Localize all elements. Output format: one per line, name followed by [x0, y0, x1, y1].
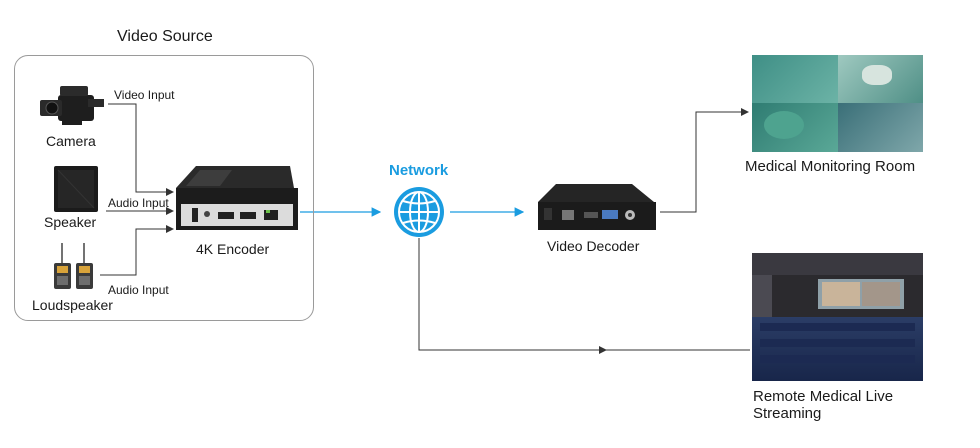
- loudspeaker-icon: [54, 243, 93, 289]
- live-streaming-photo: [752, 253, 923, 381]
- live-streaming-label: Remote Medical Live Streaming: [753, 388, 894, 422]
- monitoring-room-photo: [752, 55, 923, 152]
- globe-icon: [394, 187, 444, 237]
- encoder-device-icon: [176, 166, 298, 230]
- speaker-icon: [54, 166, 98, 212]
- network-label: Network: [389, 162, 449, 179]
- decoder-device-icon: [538, 184, 656, 230]
- network-streaming-link: [418, 238, 607, 354]
- camera-label: Camera: [46, 133, 96, 149]
- decoder-monitoring-link: [660, 108, 749, 213]
- camera-link: [108, 103, 174, 196]
- camera-input-label: Video Input: [114, 88, 175, 102]
- video-source-title: Video Source: [117, 28, 213, 45]
- monitoring-room-label: Medical Monitoring Room: [745, 158, 916, 175]
- loudspeaker-link: [100, 225, 174, 276]
- loudspeaker-input-label: Audio Input: [108, 283, 169, 297]
- camera-icon: [40, 86, 104, 125]
- encoder-label: 4K Encoder: [196, 241, 270, 257]
- video-source-group: [14, 55, 314, 321]
- decoder-label: Video Decoder: [547, 238, 640, 254]
- speaker-label: Speaker: [44, 214, 97, 230]
- loudspeaker-label: Loudspeaker: [32, 297, 113, 313]
- speaker-input-label: Audio Input: [108, 196, 169, 210]
